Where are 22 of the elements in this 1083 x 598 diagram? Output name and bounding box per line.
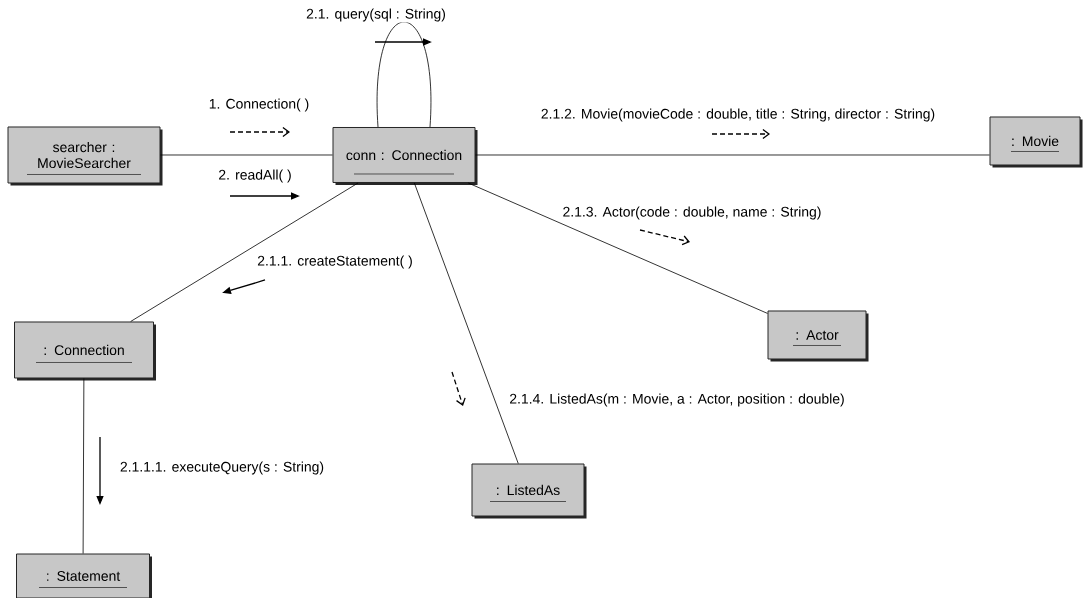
object-box: searcher : MovieSearcher bbox=[7, 126, 163, 186]
edge-label: 2.1.4. ListedAs(m : Movie, a : Actor, position : double) bbox=[510, 393, 844, 407]
object-box: : Movie bbox=[989, 116, 1083, 168]
link-line bbox=[130, 182, 359, 322]
link-line bbox=[82, 378, 85, 554]
edge-label: 2.1.3. Actor(code : double, name : String) bbox=[563, 206, 821, 220]
object-box: : Statement bbox=[16, 553, 152, 598]
object-box: : Connection bbox=[14, 321, 156, 381]
message-label: 2. readAll( ) bbox=[219, 169, 291, 183]
edge-label: 2.1. query(sql : String) bbox=[306, 8, 445, 22]
link-line bbox=[160, 154, 333, 156]
object-box: : ListedAs bbox=[471, 463, 587, 519]
edge-label: 2.1.2. Movie(movieCode : double, title : String, director : String) bbox=[541, 108, 935, 122]
link-line bbox=[413, 182, 519, 464]
object-box: : Actor bbox=[767, 310, 869, 362]
edge-label: 1. Connection( ) bbox=[209, 98, 309, 112]
link-line bbox=[475, 154, 990, 156]
edge-label: 2.1.1.1. executeQuery(s : String) bbox=[120, 461, 324, 475]
edge-label: 2.1.1. createStatement( ) bbox=[257, 255, 412, 269]
object-box: conn : Connection bbox=[332, 127, 478, 185]
link-line bbox=[376, 21, 432, 128]
link-line bbox=[467, 182, 768, 314]
